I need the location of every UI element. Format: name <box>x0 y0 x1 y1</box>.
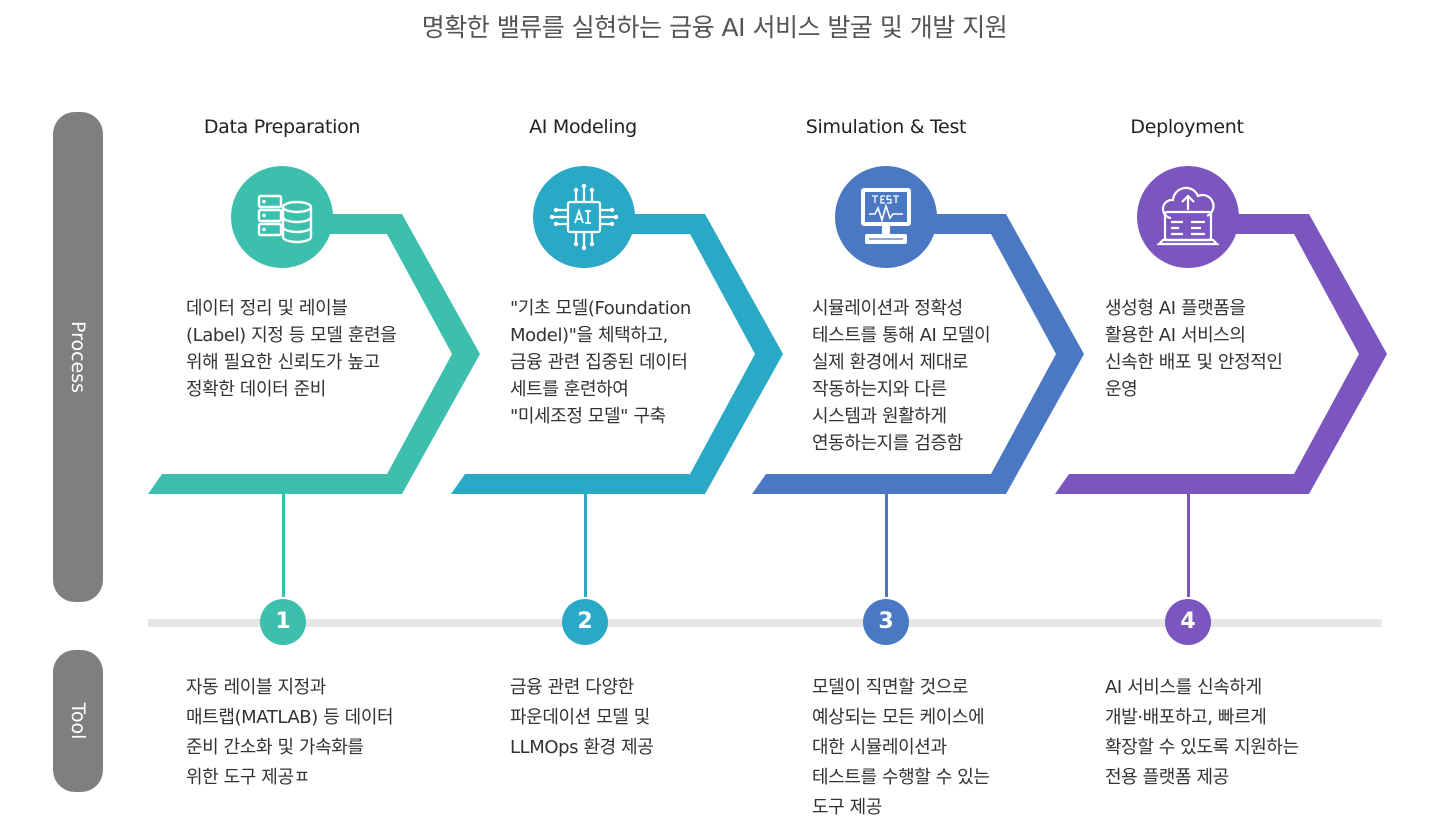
step-title-1: Data Preparation <box>203 116 361 138</box>
database-server-icon <box>257 194 313 244</box>
step-title-3: Simulation & Test <box>805 116 967 138</box>
connector-line-4 <box>1187 492 1190 597</box>
step-description-2: "기초 모델(Foundation Model)"을 체택하고, 금융 관련 집… <box>510 298 691 427</box>
connector-line-1 <box>282 492 285 597</box>
connector-line-2 <box>584 492 587 597</box>
step-icon-circle-2 <box>533 166 635 268</box>
connector-line-3 <box>885 492 888 597</box>
step-icon-circle-3 <box>835 166 937 268</box>
step-icon-circle-4 <box>1137 166 1239 268</box>
step-number-4: 4 <box>1165 599 1211 645</box>
cloud-deploy-icon <box>1156 186 1220 246</box>
tool-description-4: AI 서비스를 신속하게 개발·배포하고, 빠르게 확장할 수 있도록 지원하는… <box>1105 677 1299 788</box>
step-description-3: 시뮬레이션과 정확성 테스트를 통해 AI 모델이 실제 환경에서 제대로 작동… <box>812 298 991 454</box>
test-monitor-icon <box>861 188 911 244</box>
step-title-2: AI Modeling <box>529 116 637 138</box>
step-title-4: Deployment <box>1130 116 1244 138</box>
ai-chip-icon <box>549 183 619 251</box>
tool-description-2: 금융 관련 다양한 파운데이션 모델 및 LLMOps 환경 제공 <box>510 677 654 758</box>
step-description-4: 생성형 AI 플랫폼을 활용한 AI 서비스의 신속한 배포 및 안정적인 운영 <box>1105 298 1283 400</box>
page-title: 명확한 밸류를 실현하는 금융 AI 서비스 발굴 및 개발 지원 <box>421 13 1008 42</box>
step-icon-circle-1 <box>231 166 333 268</box>
process-label-pill: Process <box>53 112 103 602</box>
tool-description-1: 자동 레이블 지정과 매트랩(MATLAB) 등 데이터 준비 간소화 및 가속… <box>186 677 394 788</box>
step-number-2: 2 <box>562 599 608 645</box>
timeline-line <box>148 619 1382 627</box>
step-number-1: 1 <box>260 599 306 645</box>
step-number-3: 3 <box>863 599 909 645</box>
step-description-1: 데이터 정리 및 레이블 (Label) 지정 등 모델 훈련을 위해 필요한 … <box>186 298 397 400</box>
tool-label-pill: Tool <box>53 650 103 792</box>
tool-description-3: 모델이 직면할 것으로 예상되는 모든 케이스에 대한 시뮬레이션과 테스트를 … <box>812 677 990 818</box>
